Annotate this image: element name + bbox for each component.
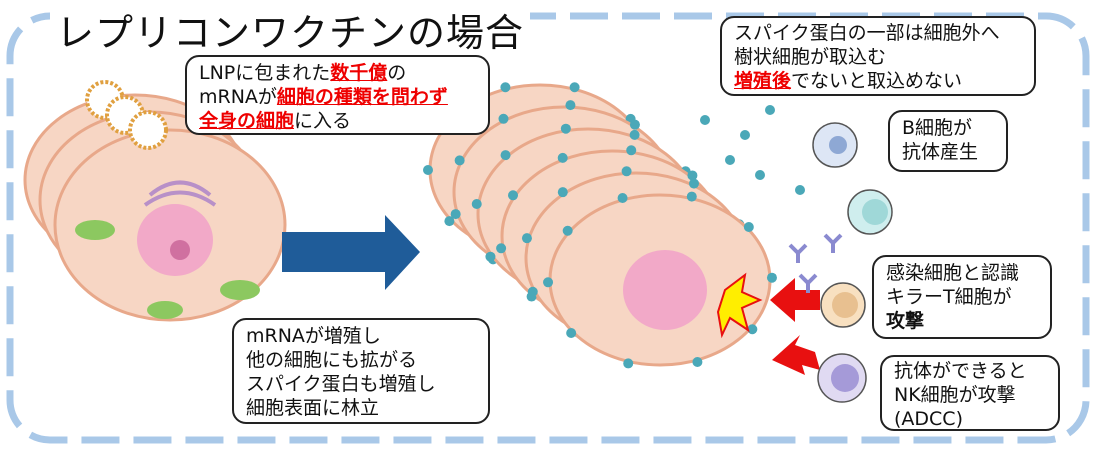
spike-protein-icon <box>566 327 577 338</box>
spike-protein-icon <box>496 243 507 254</box>
highlight-text: 細胞の種類を問わず <box>276 86 448 108</box>
spike-protein-icon <box>688 178 699 189</box>
spike-protein-icon <box>557 187 568 198</box>
b-cell-callout: B細胞が 抗体産生 <box>888 110 1008 172</box>
text: 抗体ができると <box>894 360 1027 382</box>
explosion-icon <box>716 272 763 339</box>
spike-protein-icon <box>629 119 640 130</box>
spike-protein-icon <box>626 145 637 156</box>
text: キラーT細胞が <box>886 286 1012 308</box>
text: でないと取込めない <box>791 70 963 92</box>
highlight-text: 増殖後 <box>734 70 792 92</box>
spike-callout: スパイク蛋白の一部は細胞外へ 樹状細胞が取込む 増殖後でないと取込めない <box>720 16 1036 96</box>
text: mRNAが増殖し <box>246 325 381 347</box>
spike-protein-icon <box>557 152 568 163</box>
nk-callout: 抗体ができると NK細胞が攻撃 (ADCC) <box>880 355 1060 431</box>
spike-protein-icon <box>500 82 511 93</box>
spike-protein-icon <box>521 233 532 244</box>
lnp-callout: LNPに包まれた数千億の mRNAが細胞の種類を問わず 全身の細胞に入る <box>185 55 490 135</box>
page-title: レプリコンワクチンの場合 <box>50 2 531 57</box>
text: 樹状細胞が取込む <box>734 46 887 68</box>
spike-protein-icon <box>500 150 511 161</box>
text: 細胞表面に林立 <box>246 397 380 419</box>
spike-protein-icon <box>569 82 580 93</box>
right-cells <box>423 82 777 369</box>
spike-protein-icon <box>747 324 758 335</box>
text: B細胞が <box>902 117 973 139</box>
mrna-callout: mRNAが増殖し 他の細胞にも拡がる スパイク蛋白も増殖し 細胞表面に林立 <box>232 318 490 424</box>
text: スパイク蛋白の一部は細胞外へ <box>734 22 1000 44</box>
dashed-frame <box>6 12 1090 444</box>
text: 攻撃 <box>886 310 925 332</box>
text: NK細胞が攻撃 <box>894 384 1016 406</box>
spike-protein-icons <box>700 105 805 195</box>
lnp-particles <box>85 80 168 150</box>
spike-protein-icon <box>629 129 640 140</box>
text: LNPに包まれた <box>199 62 331 84</box>
attack-arrow-icon <box>772 335 820 375</box>
spike-protein-icon <box>527 286 538 297</box>
spike-protein-icon <box>508 190 519 201</box>
dendritic-cell-icon <box>812 122 858 168</box>
text: (ADCC) <box>894 408 963 430</box>
left-cells <box>23 93 287 322</box>
spike-protein-icon <box>560 123 571 134</box>
spike-protein-icon <box>562 225 573 236</box>
nucleus <box>623 250 707 330</box>
attack-arrow-icon <box>770 278 820 322</box>
spike-protein-icon <box>543 277 554 288</box>
text: 他の細胞にも拡がる <box>246 349 418 371</box>
highlight-text: 数千億 <box>330 62 388 84</box>
arrow-right-icon <box>282 215 420 290</box>
nucleus <box>137 204 213 276</box>
nk-cell-icon <box>817 353 867 403</box>
spike-protein-icon <box>565 100 576 111</box>
text: スパイク蛋白も増殖し <box>246 373 436 395</box>
text: 抗体産生 <box>902 141 979 163</box>
spike-protein-icon <box>444 216 455 227</box>
spike-protein-icon <box>454 155 465 166</box>
killer-t-callout: 感染細胞と認識 キラーT細胞が 攻撃 <box>872 255 1052 339</box>
text: 感染細胞と認識 <box>886 262 1020 284</box>
highlight-text: 全身の細胞 <box>199 110 295 132</box>
b-cell-icon <box>847 189 893 235</box>
killer-t-cell-icon <box>820 282 866 328</box>
spike-protein-icon <box>498 113 509 124</box>
text: mRNAが <box>199 86 277 108</box>
spike-protein-icon <box>617 193 628 204</box>
spike-protein-icon <box>692 356 703 367</box>
spike-protein-icon <box>450 209 461 220</box>
spike-protein-icon <box>621 166 632 177</box>
spike-protein-icon <box>743 222 754 233</box>
spike-protein-icon <box>686 191 697 202</box>
spike-protein-icon <box>687 170 698 181</box>
text: に入る <box>294 110 352 132</box>
spike-protein-icon <box>623 358 634 369</box>
text: の <box>387 62 407 84</box>
spike-protein-icon <box>766 272 777 283</box>
spike-protein-icon <box>423 165 433 175</box>
spike-protein-icon <box>471 199 482 210</box>
antibody-icons <box>788 233 843 293</box>
spike-protein-icon <box>485 251 496 262</box>
